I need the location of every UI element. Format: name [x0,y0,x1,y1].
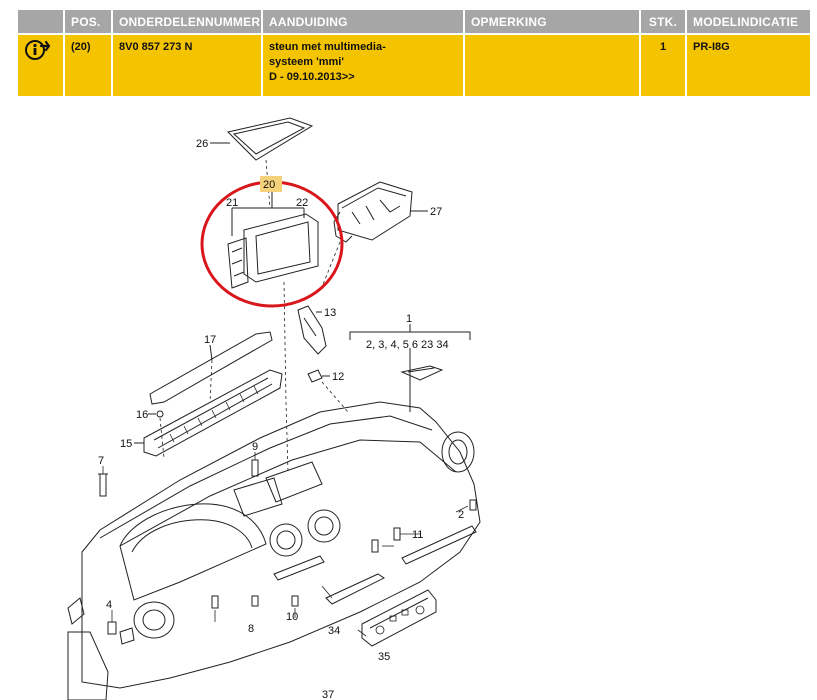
description-line-3: D - 09.10.2013>> [269,71,355,83]
callout-17[interactable]: 17 [204,334,216,346]
callout-8[interactable]: 8 [248,623,254,635]
part-13-bracket [297,305,327,355]
part-35-climate-panel [361,589,437,647]
callout-16[interactable]: 16 [136,409,148,421]
row-model: PR-I8G [686,33,810,96]
row-description: steun met multimedia- systeem 'mmi' D - … [262,33,465,96]
callout-26[interactable]: 26 [196,138,208,150]
part-17-trim [149,331,273,405]
callout-12[interactable]: 12 [332,371,344,383]
row-part-number[interactable]: 8V0 857 273 N [112,33,263,96]
header-qty: STK. [640,10,687,34]
exploded-parts-diagram: 26 20 21 22 27 13 17 1 2, 3, 4, 5 6 23 3… [60,112,500,700]
part-2-vent [400,365,444,381]
callout-7[interactable]: 7 [98,455,104,467]
callout-13[interactable]: 13 [324,307,336,319]
header-icon-col [18,10,65,34]
table-header-row: POS. ONDERDELENNUMMER AANDUIDING OPMERKI… [18,10,810,34]
part-27-housing [337,181,413,241]
callout-20-tag [260,176,282,192]
center-vent-left [269,523,303,557]
info-cell[interactable] [18,33,65,96]
part-34-radio-strip [325,573,385,605]
dashboard-body [81,401,481,689]
center-vent-right [307,509,341,543]
part-26-bezel [227,117,314,161]
callout-15[interactable]: 15 [120,438,132,450]
callout-37[interactable]: 37 [322,689,334,700]
parts-table: POS. ONDERDELENNUMMER AANDUIDING OPMERKI… [18,10,810,96]
header-model: MODELINDICATIE [686,10,810,34]
header-remark: OPMERKING [464,10,641,34]
header-part-number: ONDERDELENNUMMER [112,10,263,34]
callout-1[interactable]: 1 [406,313,412,325]
header-pos: POS. [64,10,113,34]
callout-22[interactable]: 22 [296,197,308,209]
callout-34[interactable]: 34 [328,625,340,637]
screws [98,459,477,635]
callout-9[interactable]: 9 [252,441,258,453]
dashboard-drawing: 26 20 21 22 27 13 17 1 2, 3, 4, 5 6 23 3… [67,117,481,700]
row-qty: 1 [640,33,687,96]
callout-2[interactable]: 2 [458,509,464,521]
callout-4[interactable]: 4 [106,599,112,611]
description-line-1: steun met multimedia- [269,41,386,53]
callout-20[interactable]: 20 [263,179,275,191]
left-vent [133,601,175,639]
callout-27[interactable]: 27 [430,206,442,218]
callout-21[interactable]: 21 [226,197,238,209]
right-vent [441,431,475,473]
callout-10[interactable]: 10 [286,611,298,623]
info-arrow-icon[interactable] [24,40,54,65]
row-pos: (20) [64,33,113,96]
callout-11[interactable]: 11 [412,529,423,541]
row-remark [464,33,641,96]
callout-1-sub[interactable]: 2, 3, 4, 5 6 23 34 [366,339,449,351]
header-description: AANDUIDING [262,10,465,34]
table-row[interactable]: (20) 8V0 857 273 N steun met multimedia-… [18,33,810,96]
part-20-display [243,213,319,283]
part-15-vent-strip [143,369,283,457]
description-line-2: systeem 'mmi' [269,56,344,68]
callout-35[interactable]: 35 [378,651,390,663]
